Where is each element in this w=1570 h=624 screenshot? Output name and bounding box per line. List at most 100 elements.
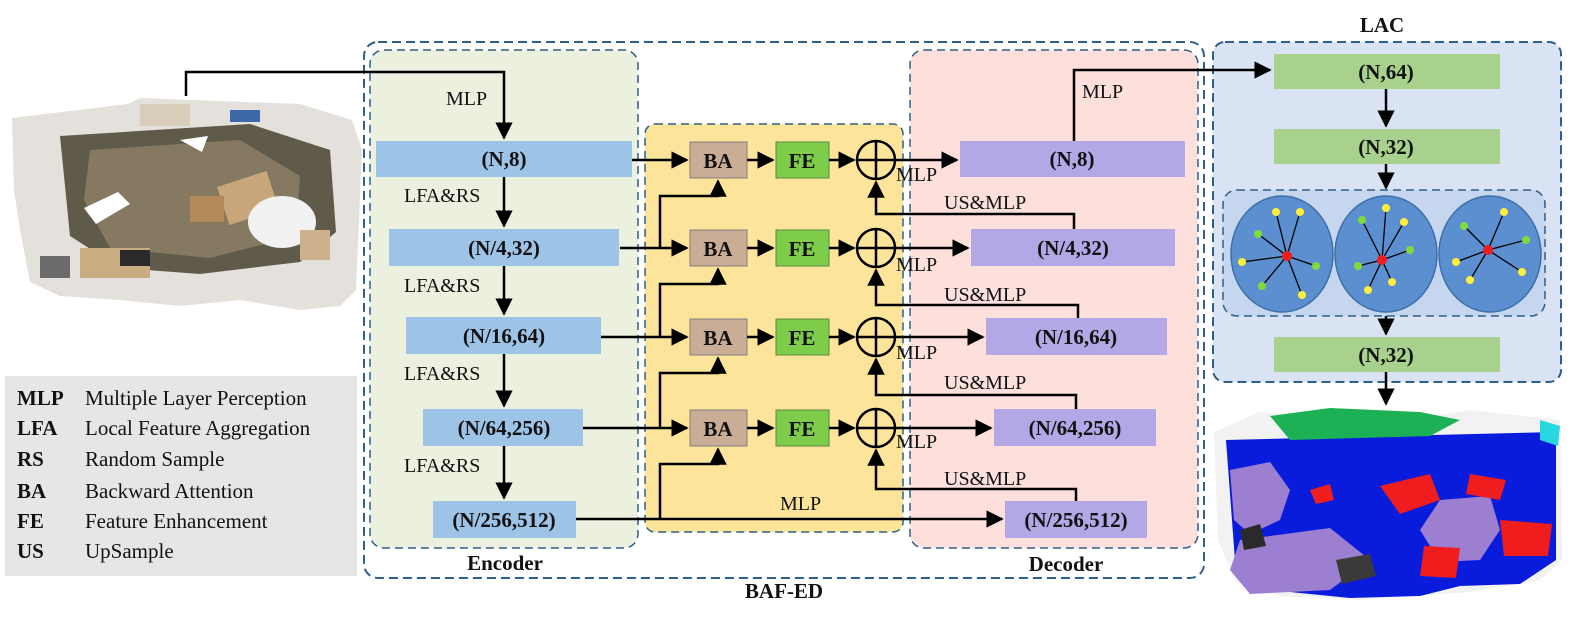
decoder-block-label-4: (N/64,256) (1029, 416, 1122, 440)
upsample-arrow-3 (867, 357, 1078, 409)
encoder-block-label-2: (N/4,32) (468, 236, 540, 260)
fe-block-3 (775, 318, 830, 356)
ba-label-2: BA (703, 237, 733, 261)
decoder-block-2 (971, 229, 1175, 266)
legend-abbr: RS (17, 447, 44, 471)
lac-block-label-1: (N,64) (1358, 60, 1413, 84)
ba-label-3: BA (703, 326, 733, 350)
legend-desc: Backward Attention (85, 479, 254, 503)
encoder-step-label-4: LFA&RS (404, 455, 480, 477)
decoder-block-4 (994, 409, 1156, 446)
legend-abbr: MLP (17, 386, 64, 410)
input-point-cloud-image (12, 98, 362, 310)
ba-block-4 (689, 409, 748, 447)
ba-label-4: BA (703, 417, 733, 441)
decoder-mlp-label-1: MLP (896, 164, 937, 186)
sum-node-1 (855, 139, 897, 181)
fe-label-4: FE (789, 417, 816, 441)
encoder-top-mlp-label: MLP (446, 88, 487, 110)
lac-title: LAC (1360, 13, 1404, 37)
ba-blocks (689, 141, 748, 447)
legend-row-fe: FE Feature Enhancement (17, 509, 268, 534)
legend-row-us: US UpSample (17, 539, 174, 564)
legend-row-ba: BA Backward Attention (17, 479, 254, 504)
input-to-encoder-arrow (184, 70, 513, 140)
fusion-panel (644, 123, 904, 533)
decoder-block-label-1: (N,8) (1050, 147, 1095, 171)
upsample-arrow-4 (867, 448, 1078, 501)
lac-neighbourhood-circle-2 (1334, 195, 1438, 313)
sum-node-2 (855, 227, 897, 269)
backward-feed-arrow-4 (658, 447, 727, 519)
decoder-block-3 (986, 318, 1167, 355)
decoder-blocks (960, 141, 1185, 538)
decoder-to-lac-arrow (1072, 61, 1272, 141)
backward-feed-arrow-2 (658, 267, 727, 337)
baf-ed-title: BAF-ED (745, 579, 823, 603)
legend-row-mlp: MLP Multiple Layer Perception (17, 386, 307, 411)
legend-row-rs: RS Random Sample (17, 447, 224, 472)
lac-block-3 (1274, 337, 1500, 372)
decoder-up-label-4: US&MLP (944, 468, 1026, 490)
lac-block-2 (1274, 129, 1500, 164)
ba-block-3 (689, 318, 748, 356)
ba-block-2 (689, 229, 748, 267)
lac-neighbourhood-circle-3 (1438, 195, 1542, 313)
decoder-block-label-3: (N/16,64) (1035, 325, 1117, 349)
decoder-top-mlp-label: MLP (1082, 81, 1123, 103)
fusion-bottom-mlp-label: MLP (780, 493, 821, 515)
legend-desc: Multiple Layer Perception (85, 386, 307, 410)
ba-label-1: BA (703, 149, 733, 173)
legend-abbr: FE (17, 509, 44, 533)
encoder-block-1 (376, 141, 632, 177)
decoder-title: Decoder (1029, 552, 1104, 576)
decoder-block-label-2: (N/4,32) (1037, 236, 1109, 260)
encoder-block-5 (433, 501, 576, 538)
sum-node-3 (855, 316, 897, 358)
encoder-block-label-1: (N,8) (482, 147, 527, 171)
encoder-block-3 (406, 317, 601, 354)
decoder-mlp-label-2: MLP (896, 254, 937, 276)
fe-label-3: FE (789, 326, 816, 350)
fe-block-2 (775, 229, 830, 267)
legend: MLP Multiple Layer Perception LFA Local Fe… (5, 376, 357, 576)
encoder-block-label-3: (N/16,64) (463, 324, 545, 348)
encoder-block-label-5: (N/256,512) (452, 508, 555, 532)
encoder-block-2 (389, 229, 619, 266)
encoder-title: Encoder (467, 551, 543, 575)
legend-abbr: BA (17, 479, 47, 503)
legend-abbr: US (17, 539, 44, 563)
decoder-mlp-label-4: MLP (896, 431, 937, 453)
upsample-arrow-2 (867, 268, 1080, 318)
fe-label-2: FE (789, 237, 816, 261)
fe-blocks (775, 141, 830, 447)
legend-desc: Random Sample (85, 447, 225, 471)
upsample-arrow-1 (867, 180, 1076, 229)
encoder-blocks (376, 141, 632, 538)
fe-block-4 (775, 409, 830, 447)
legend-desc: Local Feature Aggregation (85, 416, 311, 440)
decoder-block-label-5: (N/256,512) (1024, 508, 1127, 532)
decoder-block-1 (960, 141, 1185, 177)
legend-desc: Feature Enhancement (85, 509, 268, 533)
lac-block-1 (1274, 54, 1500, 89)
lac-neighbourhood-circle-1 (1230, 195, 1334, 313)
fe-block-1 (775, 141, 830, 179)
decoder-mlp-label-3: MLP (896, 342, 937, 364)
legend-abbr: LFA (17, 416, 58, 440)
decoder-up-label-3: US&MLP (944, 372, 1026, 394)
lac-block-label-2: (N,32) (1358, 135, 1413, 159)
encoder-step-label-3: LFA&RS (404, 363, 480, 385)
decoder-up-label-1: US&MLP (944, 192, 1026, 214)
output-segmentation-image (1214, 408, 1562, 600)
encoder-step-label-1: LFA&RS (404, 185, 480, 207)
baf-ed-outer-frame (363, 41, 1205, 579)
encoder-step-label-2: LFA&RS (404, 275, 480, 297)
legend-desc: UpSample (85, 539, 174, 563)
sum-node-4 (855, 407, 897, 449)
decoder-up-label-2: US&MLP (944, 284, 1026, 306)
encoder-block-4 (423, 409, 583, 446)
lac-block-label-3: (N,32) (1358, 343, 1413, 367)
